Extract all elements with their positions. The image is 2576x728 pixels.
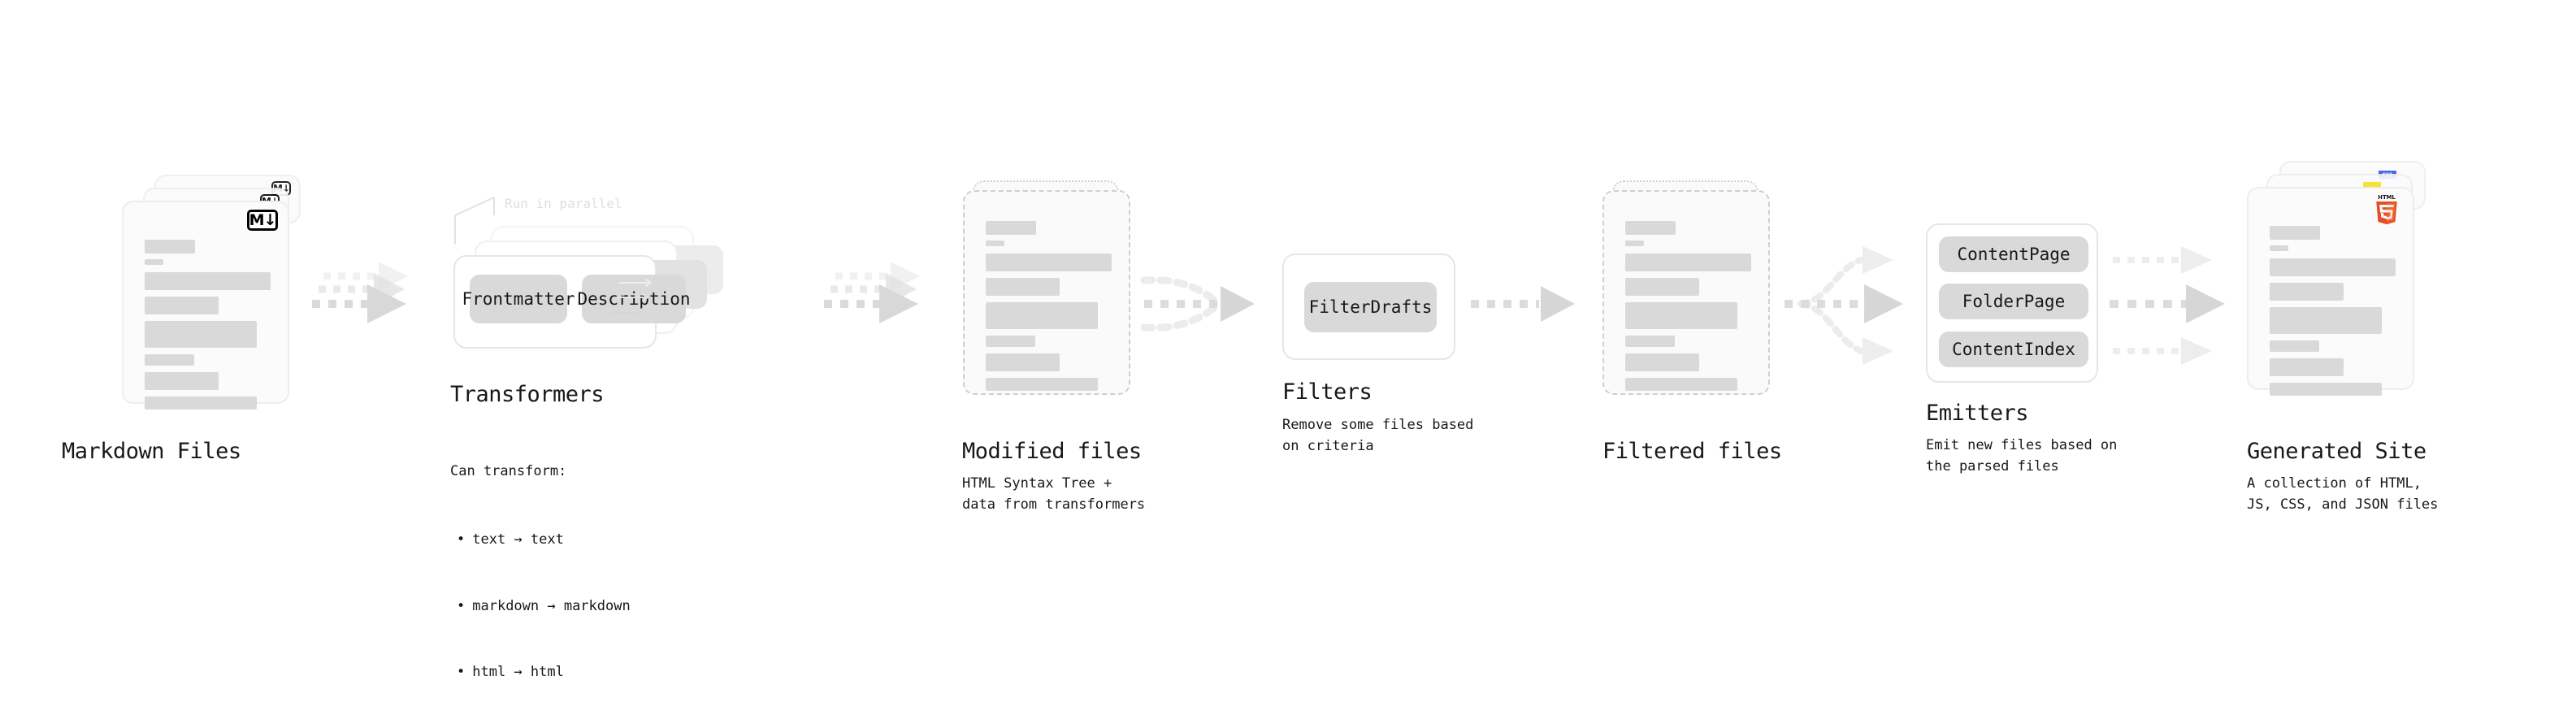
skeleton-bar (986, 221, 1036, 235)
skeleton-bar (1625, 240, 1644, 246)
skeleton-bar (1625, 302, 1737, 329)
skeleton-bar (2270, 283, 2344, 301)
skeleton-bar (2270, 258, 2396, 276)
skeleton-bar (145, 259, 163, 265)
skeleton-bar (145, 240, 195, 254)
modified-file-card-front (963, 190, 1130, 395)
markdown-file-card-front: M↓ (122, 201, 289, 410)
connector-emitters-to-site (2110, 246, 2225, 365)
skeleton-bar (986, 336, 1035, 347)
emitters-group: ContentPage FolderPage ContentIndex (1926, 223, 2098, 383)
run-in-parallel-annotation: Run in parallel (505, 196, 622, 211)
pipeline-diagram: M↓ M↓ M↓ Markdown Files Run in parallel (0, 0, 2576, 681)
stage-title-modified-files: Modified files (962, 439, 1142, 464)
stage-subtitle-filters: Remove some files based on criteria (1282, 417, 1474, 455)
transformers-bullet-item: text → text (450, 529, 631, 551)
transformer-node-description[interactable]: Description (577, 275, 691, 323)
skeleton-bar (145, 396, 257, 410)
skeleton-bar (1625, 254, 1751, 271)
skeleton-bar (145, 297, 219, 314)
transformer-node-frontmatter[interactable]: Frontmatter (462, 275, 575, 323)
skeleton-bar (145, 321, 257, 348)
skeleton-bar (986, 254, 1112, 271)
generated-file-card-front: HTML (2247, 187, 2414, 396)
stage-subtitle-modified-files: HTML Syntax Tree + data from transformer… (962, 475, 1146, 514)
skeleton-bar (2270, 226, 2320, 240)
run-in-parallel-bracket (454, 197, 495, 245)
html5-icon: HTML (2372, 193, 2401, 226)
skeleton-bar (145, 354, 194, 366)
skeleton-bar (1625, 221, 1676, 235)
connector-transformers-to-modified (824, 262, 920, 323)
stage-subtitle-generated-site: A collection of HTML, JS, CSS, and JSON … (2247, 475, 2439, 514)
transformers-bullet-item: html → html (450, 661, 631, 683)
skeleton-bar (986, 378, 1098, 391)
stage-generated-site: CSS HTML (2247, 161, 2438, 513)
skeleton-bar (2270, 245, 2288, 251)
stage-title-transformers: Transformers (450, 382, 605, 407)
skeleton-bar (986, 302, 1098, 329)
stage-markdown-files: M↓ M↓ M↓ Markdown Files (62, 175, 301, 464)
markdown-card-stack: M↓ M↓ M↓ (122, 175, 301, 414)
skeleton-bar (1625, 278, 1699, 296)
stage-title-markdown-files: Markdown Files (62, 439, 241, 464)
skeleton-bar (1625, 353, 1699, 371)
connector-md-to-transformers (312, 262, 408, 323)
skeleton-bar (1625, 336, 1675, 347)
transformer-group-front: Frontmatter Description (453, 255, 691, 349)
stage-title-generated-site: Generated Site (2247, 439, 2426, 464)
transformers-bullets: Can transform: text → text markdown → ma… (450, 417, 631, 728)
skeleton-bar (986, 353, 1060, 371)
connector-filters-to-filtered (1471, 286, 1575, 322)
emitter-node-contentindex[interactable]: ContentIndex (1939, 332, 2088, 367)
modified-card-stack (963, 180, 1134, 416)
skeleton-bar (986, 240, 1004, 246)
filter-node-filterdrafts[interactable]: FilterDrafts (1304, 282, 1437, 332)
connector-modified-to-filters (1140, 276, 1255, 332)
transformers-bullet-item: markdown → markdown (450, 596, 630, 618)
generated-card-stack: CSS HTML (2247, 161, 2426, 405)
stage-title-filtered-files: Filtered files (1602, 439, 1782, 464)
stage-modified-files: Modified files HTML Syntax Tree + data f… (962, 180, 1145, 513)
skeleton-bar (986, 278, 1060, 296)
emitter-node-contentpage[interactable]: ContentPage (1939, 236, 2088, 272)
emitter-node-folderpage[interactable]: FolderPage (1939, 284, 2088, 319)
stage-title-filters: Filters (1282, 379, 1373, 405)
stage-subtitle-emitters: Emit new files based on the parsed files (1926, 437, 2118, 475)
filters-group: FilterDrafts (1282, 254, 1455, 360)
skeleton-bar (145, 372, 219, 390)
skeleton-bar (2270, 358, 2344, 376)
skeleton-bar (2270, 383, 2382, 396)
markdown-icon: M↓ (247, 210, 278, 231)
skeleton-bar (145, 272, 271, 290)
skeleton-bar (1625, 378, 1737, 391)
connector-filtered-to-emitters (1785, 246, 1903, 365)
skeleton-bar (2270, 340, 2319, 352)
filtered-card-stack (1602, 180, 1773, 416)
filtered-file-card-front (1602, 190, 1770, 395)
svg-text:HTML: HTML (2378, 194, 2396, 201)
transformers-bullets-lead: Can transform: (450, 463, 567, 480)
skeleton-bar (2270, 307, 2382, 334)
stage-title-emitters: Emitters (1926, 401, 2029, 426)
stage-filtered-files: Filtered files (1602, 180, 1782, 464)
